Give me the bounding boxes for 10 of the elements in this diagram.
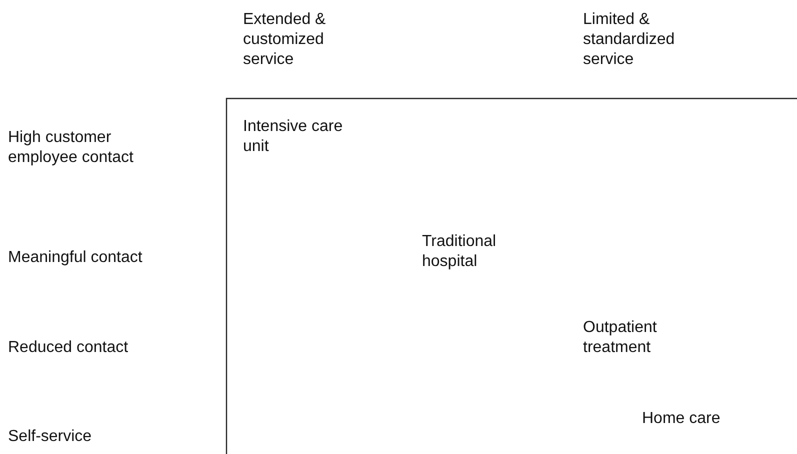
matrix-entry: Home care bbox=[642, 409, 720, 429]
matrix-entry: Outpatient treatment bbox=[583, 318, 658, 358]
row-heading: Reduced contact bbox=[8, 338, 128, 358]
row-heading: High customer employee contact bbox=[8, 128, 134, 168]
row-heading: Self-service bbox=[8, 427, 92, 447]
column-heading: Extended & customized service bbox=[243, 10, 327, 70]
row-heading: Meaningful contact bbox=[8, 248, 142, 268]
matrix-entry: Traditional hospital bbox=[422, 232, 498, 272]
matrix-entry: Intensive care unit bbox=[243, 117, 344, 157]
column-heading: Limited & standardized service bbox=[583, 10, 676, 70]
